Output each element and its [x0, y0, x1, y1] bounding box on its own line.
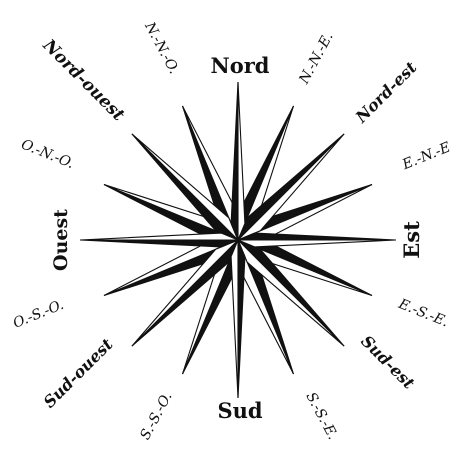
label-nord: Nord	[211, 53, 270, 78]
label-ouest: Ouest	[50, 209, 72, 271]
label-est: Est	[399, 221, 424, 259]
label-sud: Sud	[217, 398, 262, 423]
